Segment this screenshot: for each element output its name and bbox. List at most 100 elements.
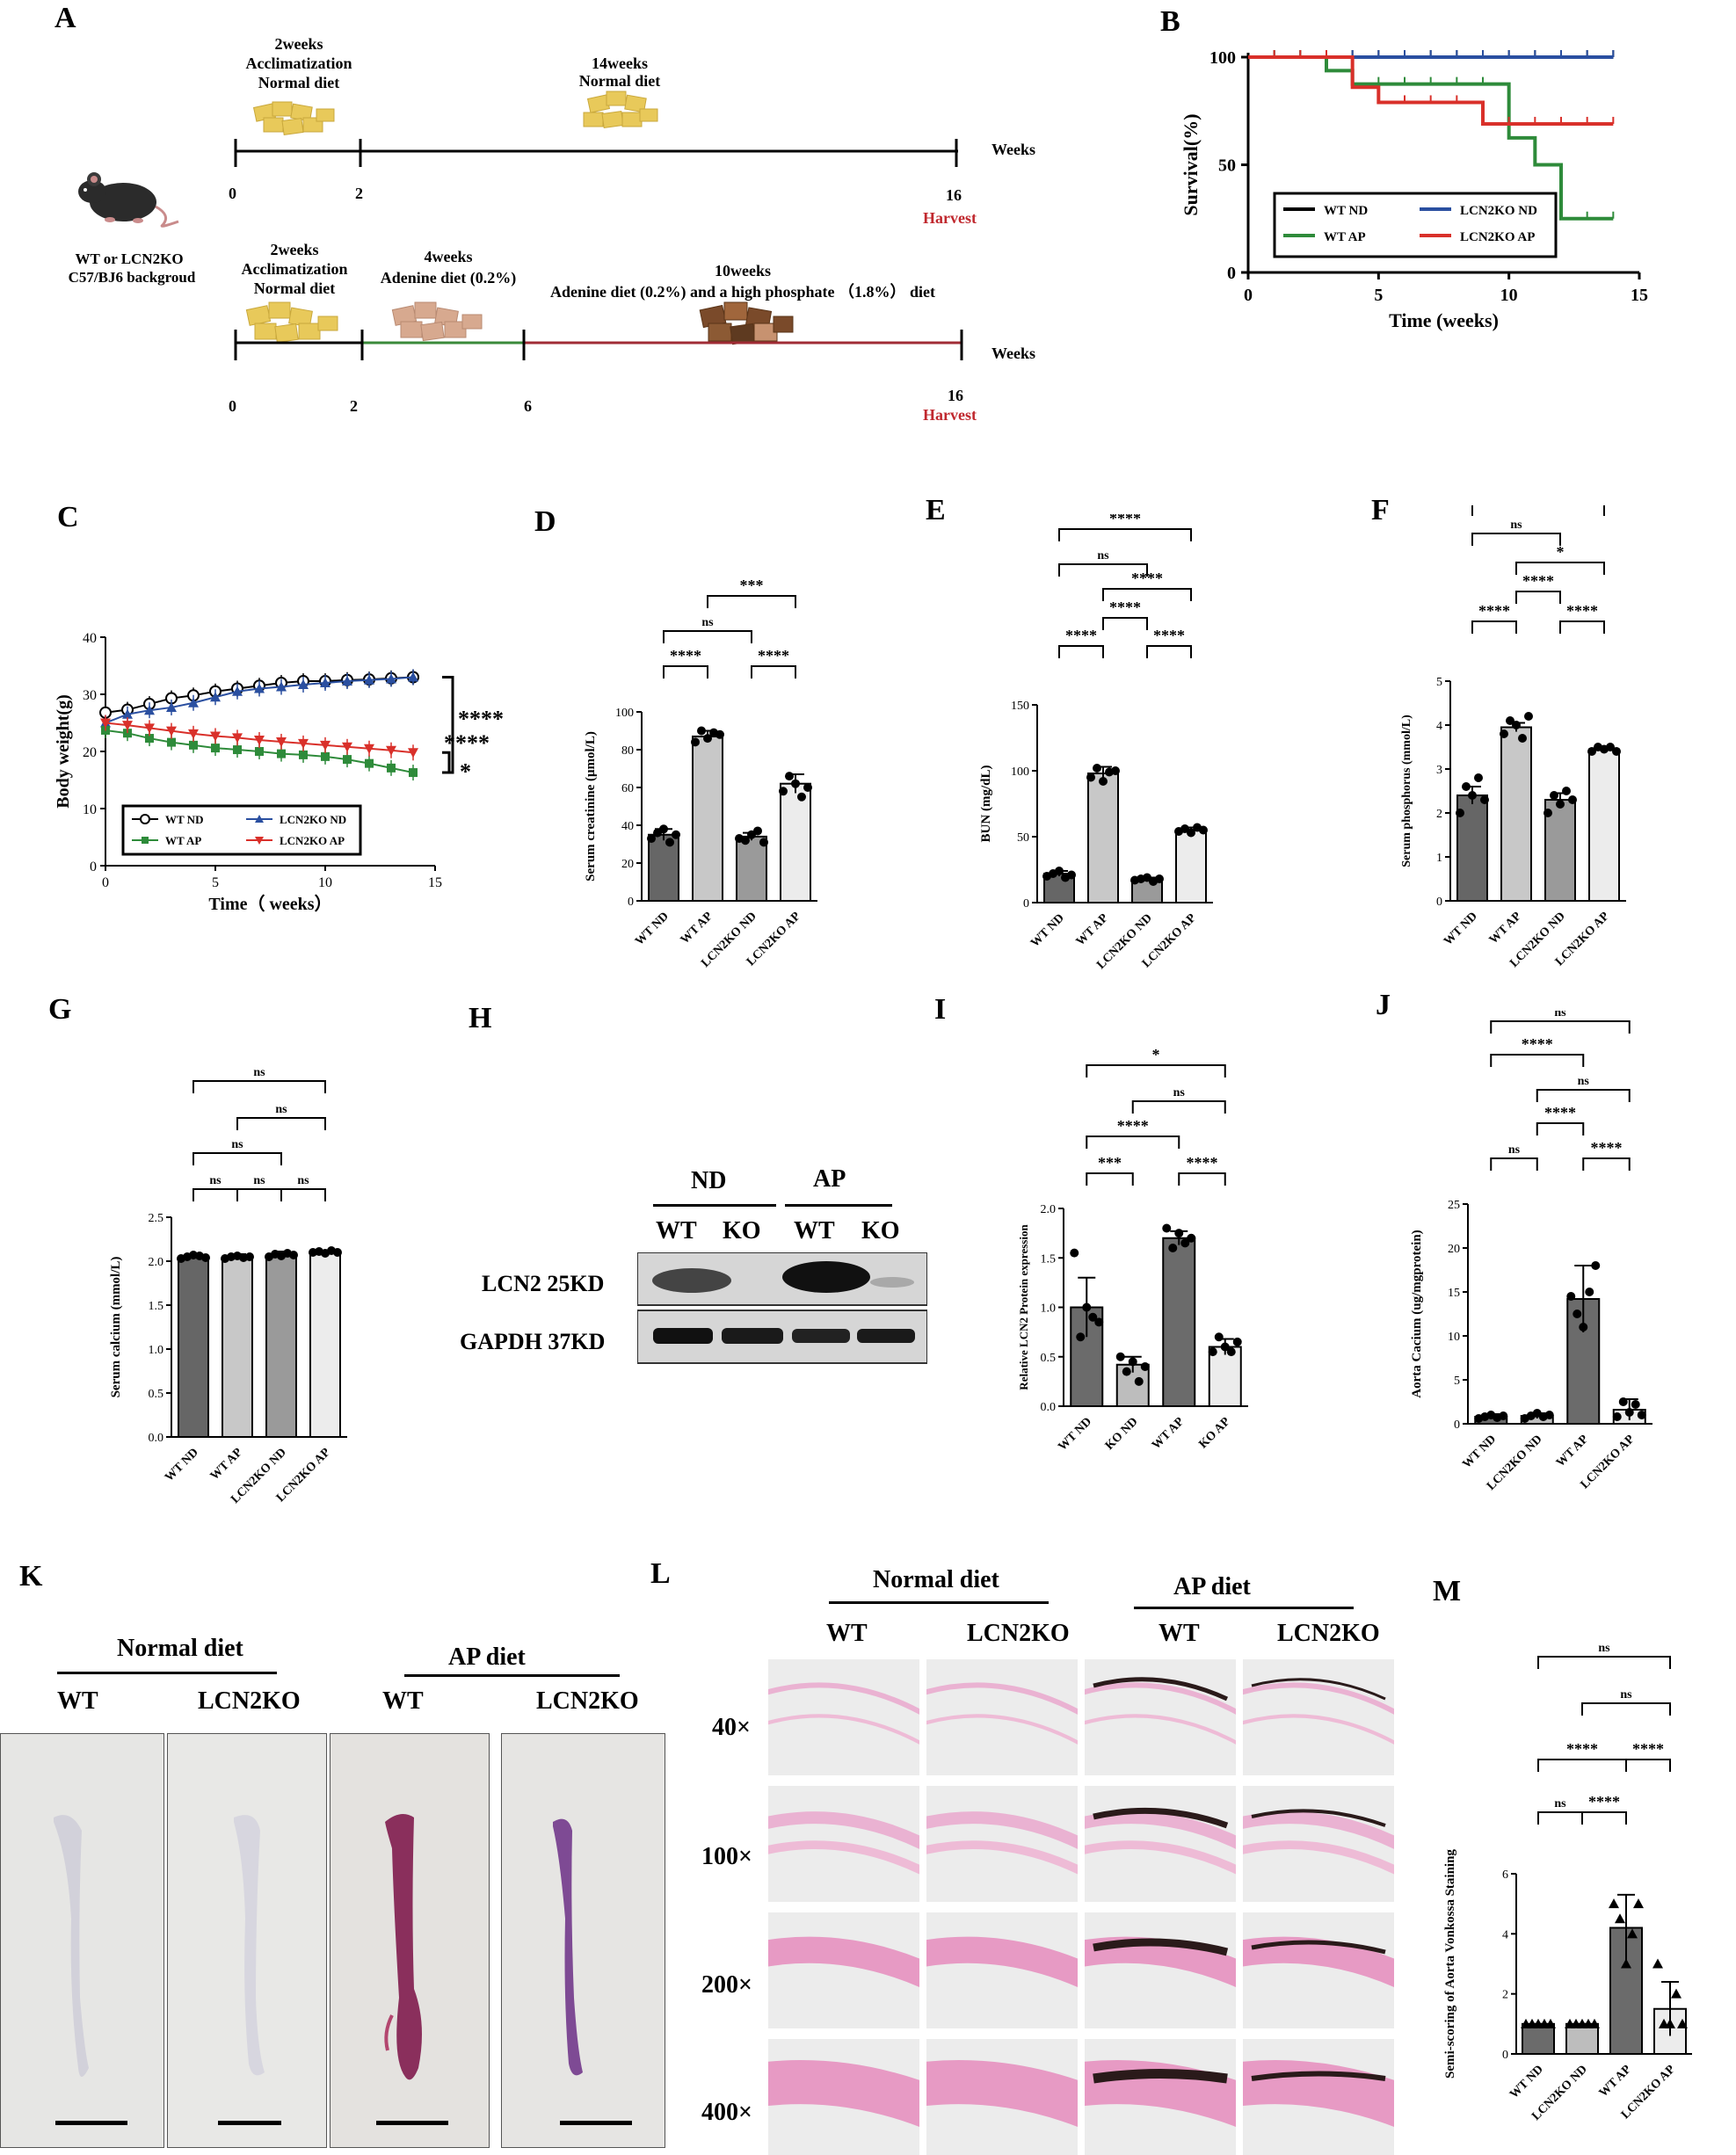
data-point — [188, 729, 199, 739]
data-point — [1199, 825, 1208, 835]
mouse-icon — [78, 172, 179, 228]
significance-label: *** — [740, 577, 764, 594]
data-point — [659, 824, 668, 834]
y-axis-label: Body weight(g) — [54, 694, 73, 808]
significance-label: ns — [1578, 1075, 1590, 1088]
row2-tick-0: 0 — [229, 397, 236, 415]
k-group-normal: Normal diet — [117, 1635, 243, 1662]
y-tick-label: 100 — [615, 707, 634, 720]
l-row-100x: 100× — [701, 1843, 752, 1870]
y-tick-label: 0 — [1436, 896, 1442, 909]
significance-bracket — [1131, 1100, 1226, 1114]
data-point — [364, 674, 374, 685]
l-row-400x: 400× — [701, 2099, 752, 2126]
food-icon — [391, 301, 483, 342]
data-point — [1544, 1411, 1554, 1419]
data-point — [1621, 1958, 1631, 1969]
panel-label-c: C — [57, 501, 79, 533]
row1-tick-2: 2 — [355, 185, 363, 202]
scale-bar — [376, 2121, 448, 2125]
data-point — [320, 740, 330, 751]
significance-bracket — [1515, 562, 1605, 575]
data-point — [1214, 1332, 1224, 1342]
data-point — [1480, 795, 1489, 804]
significance-bracket — [1086, 1064, 1226, 1078]
data-point — [1609, 1898, 1619, 1909]
significance-bracket — [663, 665, 708, 678]
histology-image — [1085, 1659, 1236, 1775]
data-point — [1618, 1397, 1628, 1406]
bar — [1500, 726, 1532, 902]
bar — [648, 833, 679, 902]
data-point — [167, 737, 176, 747]
scale-bar — [55, 2121, 127, 2125]
data-point — [1585, 1288, 1594, 1296]
data-point — [1055, 867, 1064, 875]
histology-image — [1085, 1912, 1236, 2028]
y-axis-label: Semi-scoring of Aorta Vonkossa Staining — [1443, 1849, 1457, 2079]
row1-weeks-label: Weeks — [991, 141, 1036, 158]
data-point — [691, 737, 700, 747]
y-axis-label: Aorta Cacium (ug/mgprotein) — [1410, 1230, 1424, 1397]
y-tick-label: 1.5 — [1041, 1252, 1057, 1266]
y-tick-label: 40 — [621, 820, 634, 833]
y-tick-label: 15 — [1448, 1287, 1460, 1300]
y-tick-label: 2.0 — [149, 1256, 164, 1269]
data-point — [672, 830, 680, 839]
panel-label-i: I — [934, 993, 947, 1026]
y-tick-label: 50 — [1017, 831, 1029, 845]
significance-label: ns — [253, 1174, 265, 1187]
y-tick-label: 100 — [1011, 765, 1029, 779]
category-label: KO ND — [1103, 1415, 1141, 1453]
y-tick-label: 0.0 — [149, 1432, 164, 1445]
bar — [692, 735, 723, 902]
scale-bar — [560, 2121, 632, 2125]
data-point — [753, 826, 762, 836]
y-tick-label: 0.0 — [1041, 1401, 1057, 1414]
histology-image — [1243, 1659, 1394, 1775]
y-tick-label: 0.5 — [1041, 1352, 1057, 1365]
significance-bracket — [192, 1152, 282, 1165]
l-ap-line — [1134, 1607, 1354, 1609]
row2-harvest-label: Harvest — [923, 406, 977, 424]
category-label: WT AP — [679, 910, 715, 947]
data-point — [1652, 1958, 1663, 1969]
significance-label: **** — [1117, 1117, 1149, 1135]
significance-bracket — [1058, 528, 1192, 541]
histology-image — [768, 1659, 919, 1775]
data-point — [333, 1248, 342, 1257]
data-point — [320, 678, 330, 687]
y-tick-label: 10 — [83, 802, 97, 817]
category-label: WT AP — [1554, 1433, 1591, 1469]
data-point — [100, 718, 111, 729]
y-tick-label: 0 — [1227, 264, 1236, 283]
data-point — [1579, 1323, 1588, 1331]
data-point — [123, 729, 132, 738]
blot-group-nd: ND — [691, 1167, 727, 1194]
significance-label: **** — [1632, 1740, 1664, 1758]
data-point — [647, 834, 656, 844]
data-point — [166, 726, 177, 736]
data-point — [1615, 1913, 1625, 1924]
significance-label: ns — [1508, 1143, 1521, 1157]
significance-bracket — [1536, 1122, 1585, 1136]
data-point — [1627, 1928, 1638, 1939]
y-tick-label: 150 — [1011, 700, 1029, 713]
histology-image — [1243, 1912, 1394, 2028]
data-point — [298, 738, 309, 749]
data-point — [1568, 795, 1577, 804]
x-tick-label: 10 — [318, 875, 332, 890]
y-tick-label: 20 — [1448, 1243, 1460, 1256]
data-point — [1067, 870, 1076, 880]
l-group-ap: AP diet — [1173, 1573, 1251, 1600]
data-point — [201, 1253, 210, 1262]
data-point — [1587, 747, 1596, 756]
data-point — [232, 733, 243, 744]
row2-phase2-diet: Adenine diet (0.2%) — [380, 269, 517, 287]
data-point — [1220, 1342, 1230, 1352]
data-point — [1512, 721, 1521, 729]
y-tick-label: 1 — [1436, 852, 1442, 865]
row2-phase1-diet: Normal diet — [253, 279, 336, 297]
significance-label: **** — [1109, 599, 1141, 616]
